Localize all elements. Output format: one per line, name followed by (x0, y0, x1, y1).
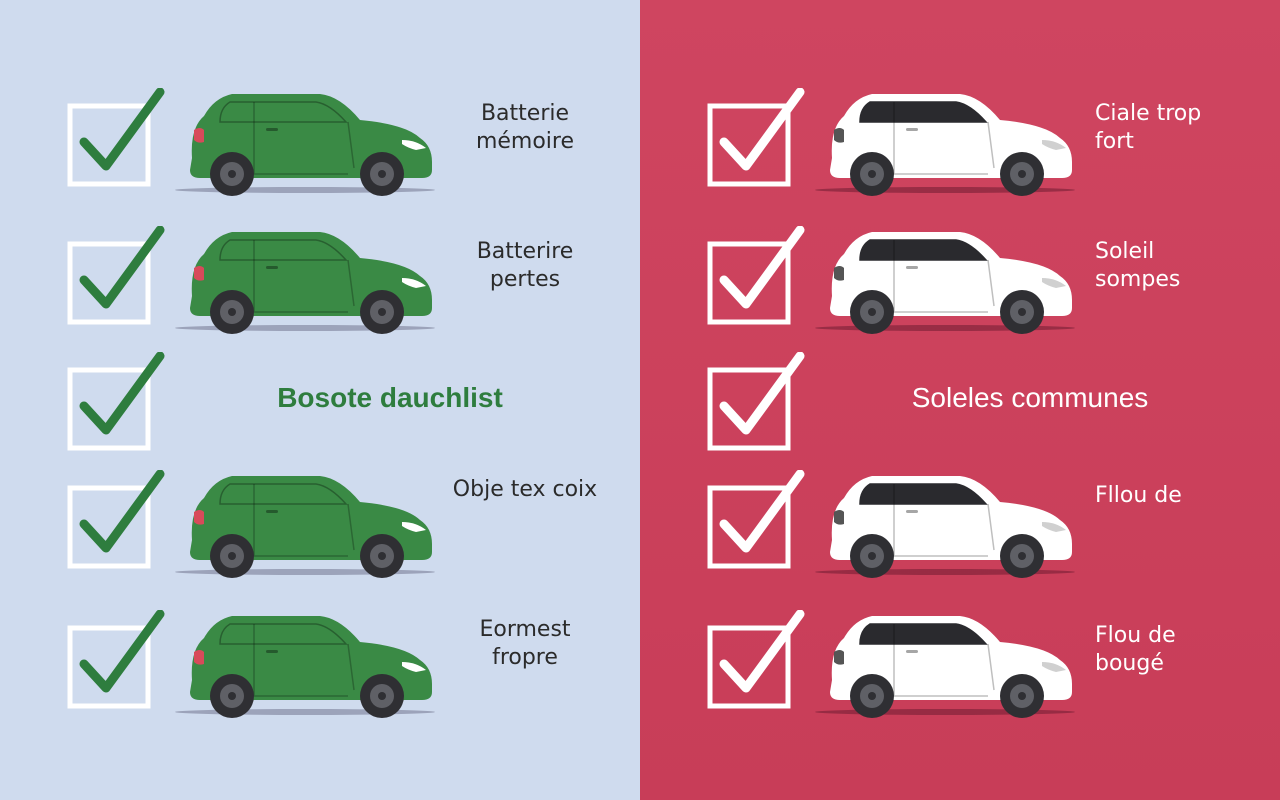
white-car-icon (810, 470, 1080, 580)
left-panel: Batterie mémoire Batterire pertes Bosote… (0, 0, 640, 800)
right-row-label: Flou de bougé (1095, 623, 1176, 676)
green-car-icon (170, 226, 440, 336)
left-row-label: Batterie mémoire (475, 101, 575, 154)
checkbox-checked-icon[interactable] (706, 352, 806, 452)
white-car-icon (810, 226, 1080, 336)
left-row-1: Batterie mémoire (0, 88, 640, 218)
right-row-4: Flou de bougé (640, 610, 1280, 740)
right-row-label: Soleil sompes (1095, 239, 1181, 292)
checkbox-checked-icon[interactable] (66, 352, 166, 452)
left-heading-row: Bosote dauchlist (0, 352, 640, 482)
left-row-4: Eormest fropre (0, 610, 640, 740)
green-car-icon (170, 470, 440, 580)
green-car-icon (170, 610, 440, 720)
left-row-2: Batterire pertes (0, 226, 640, 356)
left-section-heading: Bosote dauchlist (277, 382, 503, 413)
right-row-2: Soleil sompes (640, 226, 1280, 356)
left-row-3: Obje tex coix (0, 470, 640, 600)
checkbox-checked-icon[interactable] (706, 88, 806, 188)
left-row-label: Obje tex coix (452, 477, 598, 502)
checkbox-checked-icon[interactable] (706, 610, 806, 710)
white-car-icon (810, 88, 1080, 198)
checkbox-checked-icon[interactable] (66, 610, 166, 710)
checkbox-checked-icon[interactable] (706, 470, 806, 570)
right-panel: Ciale trop fort Soleil sompes Soleles co… (640, 0, 1280, 800)
green-car-icon (170, 88, 440, 198)
right-row-3: Fllou de (640, 470, 1280, 600)
right-section-heading: Soleles communes (911, 382, 1149, 413)
checkbox-checked-icon[interactable] (66, 470, 166, 570)
right-row-label: Fllou de (1095, 483, 1182, 508)
checkbox-checked-icon[interactable] (66, 88, 166, 188)
right-heading-row: Soleles communes (640, 352, 1280, 482)
right-row-label: Ciale trop fort (1095, 101, 1202, 154)
left-row-label: Eormest fropre (479, 617, 571, 670)
left-row-label: Batterire pertes (476, 239, 574, 292)
white-car-icon (810, 610, 1080, 720)
right-row-1: Ciale trop fort (640, 88, 1280, 218)
checkbox-checked-icon[interactable] (706, 226, 806, 326)
checkbox-checked-icon[interactable] (66, 226, 166, 326)
